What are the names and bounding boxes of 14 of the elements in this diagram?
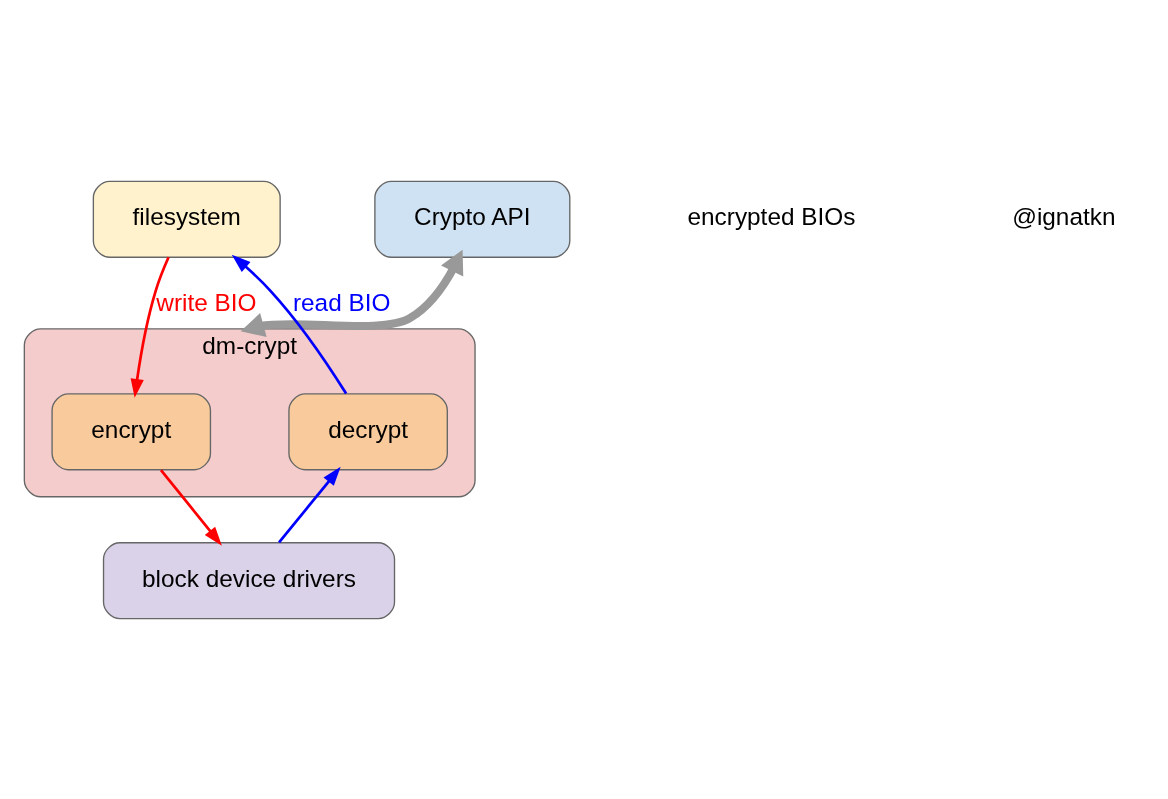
node-box: block device drivers: [102, 541, 396, 619]
arrow: [231, 254, 348, 394]
arrow: [278, 466, 341, 543]
label: @ignatkn: [1012, 202, 1116, 230]
arrow: [130, 256, 170, 398]
node-box: Crypto API: [374, 180, 571, 258]
node-box: filesystem: [92, 180, 281, 258]
arrow: [240, 249, 464, 337]
edge-label: read BIO: [292, 288, 391, 316]
label: encrypted BIOs: [687, 202, 856, 230]
node-box: encrypt: [51, 392, 212, 470]
node-box: decrypt: [288, 392, 448, 470]
edge-label: write BIO: [156, 288, 257, 316]
arrow: [159, 468, 222, 546]
